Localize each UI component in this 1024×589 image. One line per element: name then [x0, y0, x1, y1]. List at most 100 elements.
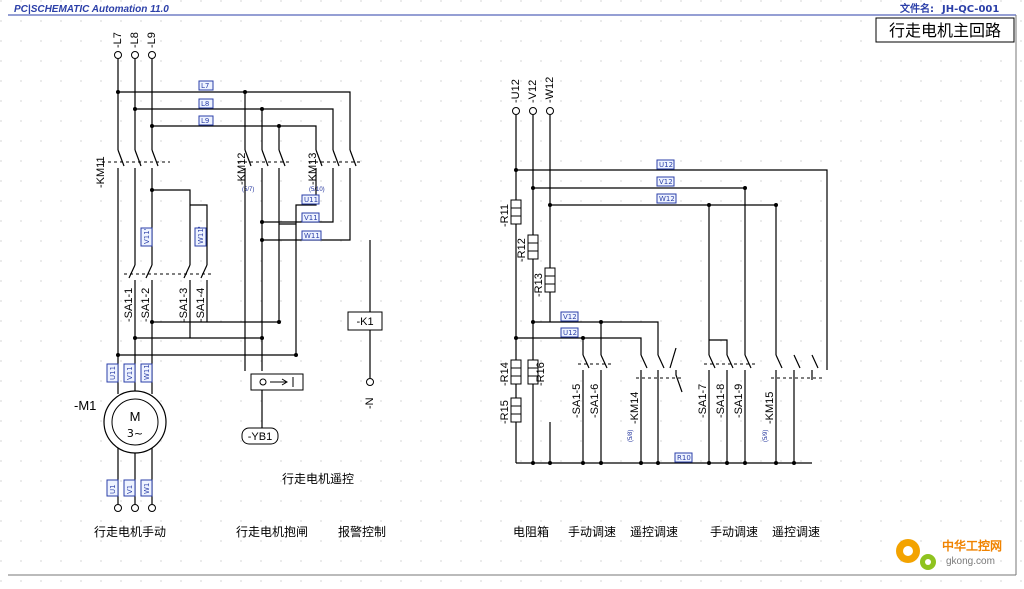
gear-icon [896, 539, 936, 570]
svg-text:W11: W11 [143, 364, 151, 380]
resistor-r12 [527, 234, 539, 260]
motor-inner [111, 398, 159, 446]
tag-v1: V1 [123, 479, 136, 497]
terminal-l7 [114, 51, 122, 59]
ref-km13: (5/10) [309, 187, 325, 193]
label-sa1-1: -SA1-1 [123, 288, 135, 322]
label-sa1-9: -SA1-9 [733, 384, 745, 418]
svg-text:W11: W11 [304, 232, 320, 240]
motor-m: M [130, 409, 141, 424]
label-sa1-8: -SA1-8 [715, 384, 727, 418]
svg-text:V1: V1 [126, 485, 134, 494]
right-circuit: -U12 -V12 -W12 U12 V12 W12 -R11 -R12 -R1… [499, 77, 828, 465]
svg-text:V11: V11 [126, 366, 134, 380]
label-km12: -KM12 [236, 153, 248, 185]
tag-v11p: V11' [140, 227, 153, 247]
svg-text:W11': W11' [197, 226, 205, 244]
label-r12: -R12 [516, 238, 528, 262]
switch-group-2 [704, 339, 828, 463]
watermark-cn: 中华工控网 [942, 538, 1002, 553]
label-r16: -R16 [535, 362, 547, 386]
caption-manual-speed-1: 手动调速 [568, 525, 616, 539]
label-n: -N [364, 397, 376, 409]
resistor-r14 [510, 359, 522, 385]
caption-manual-speed-2: 手动调速 [710, 525, 758, 539]
label-w12: -W12 [544, 77, 556, 103]
svg-text:U12: U12 [563, 329, 577, 337]
tag-w11b: W11 [140, 363, 153, 383]
watermark-url: gkong.com [946, 556, 995, 567]
bottom-dots [531, 461, 796, 465]
label-k1: -K1 [356, 316, 373, 328]
app-title: PC|SCHEMATIC Automation 11.0 [14, 4, 169, 15]
svg-text:U12: U12 [659, 161, 673, 169]
caption-remote-speed-1: 遥控调速 [630, 525, 678, 539]
label-sa1-5: -SA1-5 [571, 384, 583, 418]
terminal-n [366, 378, 374, 386]
tag-v12b: V12 [560, 311, 579, 322]
km12-contacts [238, 149, 292, 167]
tag-l9: L9 [198, 115, 214, 126]
motor-phase: 3~ [127, 427, 143, 440]
label-v12: -V12 [527, 80, 539, 103]
tag-v11b: V11 [123, 363, 136, 383]
caption-remote: 行走电机遥控 [282, 472, 354, 486]
tag-l8: L8 [198, 98, 214, 109]
label-u12: -U12 [510, 79, 522, 103]
svg-text:L8: L8 [201, 100, 209, 108]
label-sa1-3: -SA1-3 [178, 288, 190, 322]
tag-u12: U12 [656, 159, 675, 170]
ref-km15: (5/9) [763, 430, 769, 442]
label-r14: -R14 [499, 362, 511, 386]
label-r11: -R11 [499, 204, 511, 227]
svg-text:U1: U1 [109, 484, 117, 494]
label-km15: -KM15 [764, 392, 776, 424]
tag-v12: V12 [656, 176, 675, 187]
km11-contacts [102, 149, 170, 182]
label-l7: -L7 [112, 32, 124, 48]
svg-text:L7: L7 [201, 82, 209, 90]
tag-w11: W11 [301, 230, 322, 241]
label-km13: -KM13 [307, 153, 319, 185]
ref-km14: (5/8) [628, 430, 634, 442]
label-yb1: -YB1 [248, 431, 272, 443]
resistor-r11 [510, 199, 522, 225]
file-name-label: 文件名: [900, 2, 934, 15]
label-r15: -R15 [499, 400, 511, 424]
resistor-r13 [544, 267, 556, 293]
svg-text:V11: V11 [304, 214, 318, 222]
label-sa1-4: -SA1-4 [195, 288, 207, 322]
caption-resistor-box: 电阻箱 [513, 524, 549, 539]
terminal-l8 [131, 51, 139, 59]
watermark: 中华工控网 gkong.com [896, 538, 1002, 570]
label-sa1-6: -SA1-6 [589, 384, 601, 418]
svg-text:W1: W1 [143, 483, 151, 494]
file-name-value: JH-QC-001 [941, 4, 999, 15]
left-circuit: -L7 -L8 -L9 L7 L8 L9 -KM11 -K [74, 32, 383, 512]
caption-alarm: 报警控制 [338, 524, 386, 539]
resistor-r15 [510, 397, 522, 423]
tag-w12: W12 [656, 193, 677, 204]
tag-r10: R10 [674, 452, 693, 463]
tag-l7: L7 [198, 80, 214, 91]
label-sa1-7: -SA1-7 [697, 384, 709, 418]
sheet-title-box [875, 17, 1015, 43]
svg-text:V11': V11' [143, 228, 151, 244]
switch-group-1 [578, 347, 683, 463]
tag-v11: V11 [301, 212, 320, 223]
svg-text:U11: U11 [109, 366, 117, 380]
label-r13: -R13 [533, 273, 545, 297]
tag-w1: W1 [140, 479, 153, 497]
tag-u11b: U11 [106, 363, 119, 383]
label-l8: -L8 [129, 32, 141, 48]
label-sa1-2: -SA1-2 [140, 288, 152, 322]
sa1-contacts [124, 264, 214, 338]
tag-u11: U11 [301, 194, 320, 205]
label-km14: -KM14 [629, 392, 641, 424]
label-km11: -KM11 [95, 156, 107, 188]
svg-text:V12: V12 [563, 313, 577, 321]
caption-manual: 行走电机手动 [94, 525, 166, 539]
